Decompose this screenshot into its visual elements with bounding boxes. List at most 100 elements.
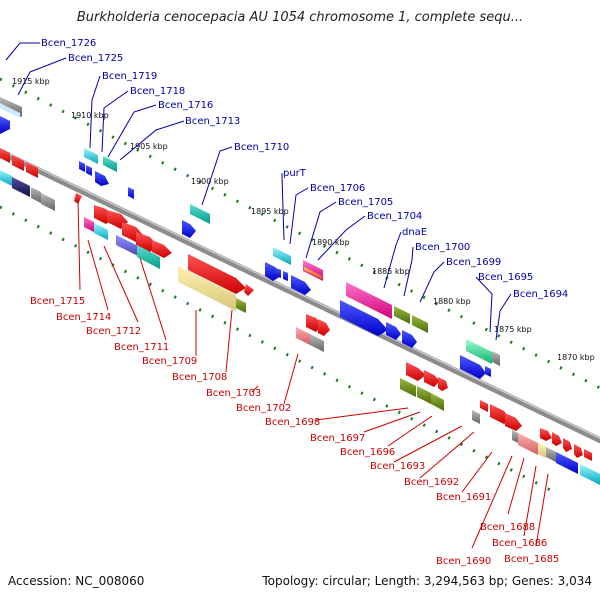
scale-label: 1895 kbp bbox=[251, 207, 289, 216]
gene-arrow bbox=[485, 366, 491, 377]
gene-feature bbox=[394, 306, 410, 324]
gene-label[interactable]: dnaE bbox=[402, 227, 427, 238]
gene-arrow bbox=[0, 148, 10, 163]
gene-arrow bbox=[12, 155, 24, 171]
gene-feature bbox=[431, 393, 444, 411]
gene-arrow bbox=[406, 362, 426, 381]
gene-label[interactable]: Bcen_1688 bbox=[480, 522, 535, 533]
gene-label[interactable]: Bcen_1726 bbox=[41, 38, 96, 49]
gene-label[interactable]: Bcen_1699 bbox=[446, 257, 501, 268]
gene-arrow bbox=[563, 438, 572, 452]
gene-arrow bbox=[283, 271, 288, 281]
gene-feature bbox=[466, 339, 492, 364]
gene-label[interactable]: Bcen_1696 bbox=[340, 447, 395, 458]
accession-text: Accession: NC_008060 bbox=[8, 574, 145, 588]
gene-arrow bbox=[402, 330, 417, 348]
gene-label[interactable]: Bcen_1718 bbox=[130, 86, 185, 97]
gene-label[interactable]: Bcen_1690 bbox=[436, 556, 491, 567]
gene-label[interactable]: Bcen_1711 bbox=[114, 342, 169, 353]
gene-label[interactable]: Bcen_1702 bbox=[236, 403, 291, 414]
gene-arrow bbox=[386, 322, 401, 340]
gene-feature bbox=[492, 351, 500, 366]
gene-arrow bbox=[460, 355, 486, 379]
gene-label[interactable]: Bcen_1691 bbox=[436, 492, 491, 503]
gene-label[interactable]: Bcen_1716 bbox=[158, 100, 213, 111]
gene-label[interactable]: Bcen_1715 bbox=[30, 296, 85, 307]
upper-leader-lines bbox=[5, 42, 512, 341]
gene-arrow bbox=[480, 400, 488, 412]
gene-feature bbox=[41, 193, 55, 211]
gene-feature bbox=[546, 447, 556, 462]
topology-text: Topology: circular; Length: 3,294,563 bp… bbox=[262, 574, 592, 588]
gene-label[interactable]: Bcen_1719 bbox=[102, 71, 157, 82]
gene-arrow bbox=[152, 240, 172, 258]
gene-label[interactable]: Bcen_1695 bbox=[478, 272, 533, 283]
gene-feature bbox=[346, 282, 392, 319]
gene-feature bbox=[296, 327, 310, 345]
gene-label[interactable]: Bcen_1703 bbox=[206, 388, 261, 399]
gene-arrow bbox=[340, 300, 388, 336]
gene-feature bbox=[580, 464, 600, 485]
gene-label[interactable]: Bcen_1714 bbox=[56, 312, 111, 323]
gene-label[interactable]: Bcen_1713 bbox=[185, 116, 240, 127]
gene-label[interactable]: Bcen_1693 bbox=[370, 461, 425, 472]
gene-feature bbox=[94, 223, 108, 240]
scale-label: 1910 kbp bbox=[71, 111, 109, 120]
gene-label[interactable]: Bcen_1700 bbox=[415, 242, 470, 253]
scale-label: 1885 kbp bbox=[372, 267, 410, 276]
gene-label[interactable]: Bcen_1710 bbox=[234, 142, 289, 153]
gene-label[interactable]: Bcen_1706 bbox=[310, 183, 365, 194]
gene-label[interactable]: Bcen_1694 bbox=[513, 289, 568, 300]
gene-feature bbox=[417, 386, 431, 404]
gene-feature bbox=[0, 103, 20, 118]
gene-feature bbox=[116, 235, 138, 256]
gene-label[interactable]: purT bbox=[283, 168, 307, 179]
gene-label[interactable]: Bcen_1705 bbox=[338, 197, 393, 208]
scale-label: 1880 kbp bbox=[433, 297, 471, 306]
gene-arrow bbox=[95, 171, 109, 186]
gene-arrow bbox=[182, 220, 196, 238]
gene-label[interactable]: Bcen_1712 bbox=[86, 326, 141, 337]
gene-label[interactable]: Bcen_1692 bbox=[404, 477, 459, 488]
gene-arrow bbox=[584, 449, 592, 461]
gene-arrow bbox=[128, 187, 134, 199]
gene-label[interactable]: Bcen_1697 bbox=[310, 433, 365, 444]
gene-arrow bbox=[26, 162, 38, 178]
upper-gene-labels: Bcen_1726 Bcen_1725 Bcen_1719 Bcen_1718 … bbox=[41, 38, 568, 300]
gene-arrow bbox=[244, 284, 254, 296]
gene-arrow bbox=[318, 319, 330, 336]
gene-feature bbox=[0, 170, 12, 186]
gene-feature bbox=[12, 177, 30, 197]
gene-label[interactable]: Bcen_1698 bbox=[265, 417, 320, 428]
gene-feature bbox=[103, 156, 117, 172]
gene-label[interactable]: Bcen_1709 bbox=[142, 356, 197, 367]
gene-label[interactable]: Bcen_1708 bbox=[172, 372, 227, 383]
gene-arrow bbox=[540, 428, 552, 441]
gene-arrow bbox=[79, 161, 85, 172]
upper-tick-track bbox=[0, 77, 600, 390]
gene-feature bbox=[518, 433, 538, 455]
map-title: Burkholderia cenocepacia AU 1054 chromos… bbox=[76, 10, 524, 25]
gene-feature bbox=[556, 452, 578, 474]
gene-feature bbox=[190, 204, 210, 224]
gene-feature bbox=[236, 298, 246, 313]
gene-feature bbox=[178, 266, 236, 311]
gene-label[interactable]: Bcen_1686 bbox=[492, 538, 547, 549]
gene-arrow bbox=[438, 377, 448, 391]
chromosome-backbone bbox=[0, 148, 600, 444]
gene-label[interactable]: Bcen_1725 bbox=[68, 53, 123, 64]
gene-arrow bbox=[276, 268, 281, 278]
scale-label: 1915 kbp bbox=[12, 77, 50, 86]
gene-feature bbox=[304, 267, 322, 279]
gene-feature bbox=[512, 430, 518, 443]
gene-arrow bbox=[74, 193, 82, 204]
reverse-strand-features bbox=[0, 148, 600, 485]
scale-label: 1890 kbp bbox=[312, 238, 350, 247]
gene-label[interactable]: Bcen_1704 bbox=[367, 211, 422, 222]
gene-feature bbox=[137, 245, 160, 269]
gene-arrow bbox=[574, 444, 583, 458]
forward-strand-features bbox=[0, 97, 500, 379]
lower-gene-labels: Bcen_1715 Bcen_1714 Bcen_1712 Bcen_1711 … bbox=[30, 296, 559, 567]
gene-label[interactable]: Bcen_1685 bbox=[504, 554, 559, 565]
